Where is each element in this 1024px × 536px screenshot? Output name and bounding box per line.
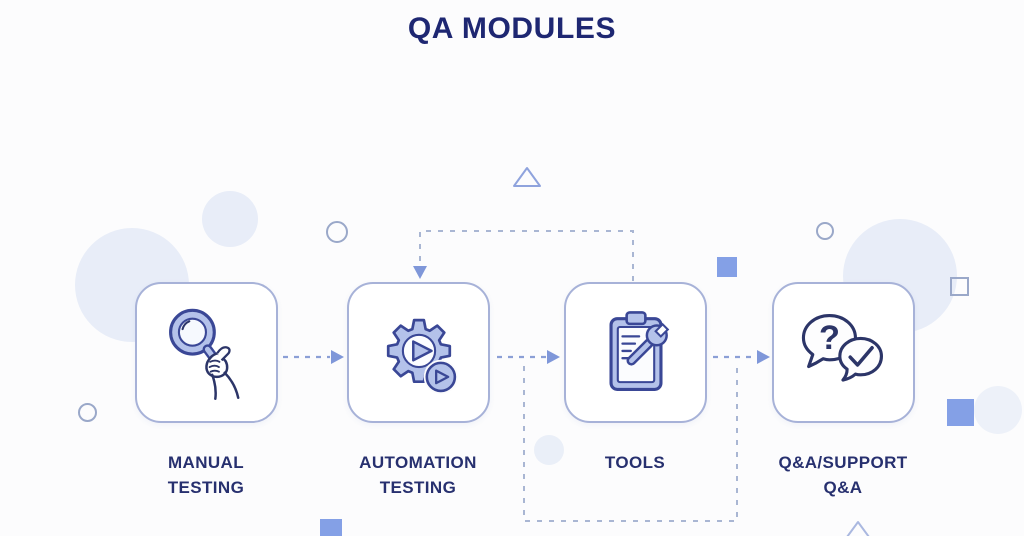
arrowhead-right	[757, 350, 770, 364]
magnifier-hand-icon	[168, 308, 239, 400]
label-line: TESTING	[167, 478, 245, 497]
deco-triangle	[846, 521, 870, 536]
deco-square	[717, 257, 737, 277]
arrowhead-down	[413, 266, 427, 279]
top-feedback-loop	[419, 230, 634, 281]
deco-square-outline	[950, 277, 969, 296]
module-card-tools	[564, 282, 707, 423]
bottom-feedback-loop	[523, 366, 738, 522]
page-title: QA MODULES	[407, 12, 617, 45]
deco-ring	[816, 222, 834, 240]
deco-square	[947, 399, 974, 426]
question-mark-glyph: ?	[818, 318, 839, 356]
label-line: MANUAL	[167, 453, 245, 472]
module-card-automation-testing	[347, 282, 490, 423]
deco-circle	[534, 435, 564, 465]
deco-triangle	[513, 167, 541, 187]
module-label-manual-testing: MANUAL TESTING	[106, 450, 306, 500]
label-line: AUTOMATION	[359, 453, 477, 472]
question-check-bubbles-icon: ?	[801, 313, 883, 382]
module-label-tools: TOOLS	[535, 450, 735, 475]
module-card-qa-support: ?	[772, 282, 915, 423]
gear-play-icon	[386, 318, 458, 394]
deco-square	[320, 519, 342, 536]
label-line: Q&A/SUPPORT	[778, 453, 908, 472]
deco-circle	[974, 386, 1022, 434]
module-label-automation-testing: AUTOMATION TESTING	[318, 450, 518, 500]
label-line: TESTING	[379, 478, 457, 497]
module-card-manual-testing	[135, 282, 278, 423]
module-label-qa-support: Q&A/SUPPORT Q&A	[743, 450, 943, 500]
clipboard-wrench-icon	[608, 310, 669, 391]
label-line: TOOLS	[604, 453, 666, 472]
arrowhead-right	[547, 350, 560, 364]
deco-ring	[78, 403, 97, 422]
arrowhead-right	[331, 350, 344, 364]
deco-ring	[326, 221, 348, 243]
deco-circle	[202, 191, 258, 247]
label-line: Q&A	[823, 478, 863, 497]
